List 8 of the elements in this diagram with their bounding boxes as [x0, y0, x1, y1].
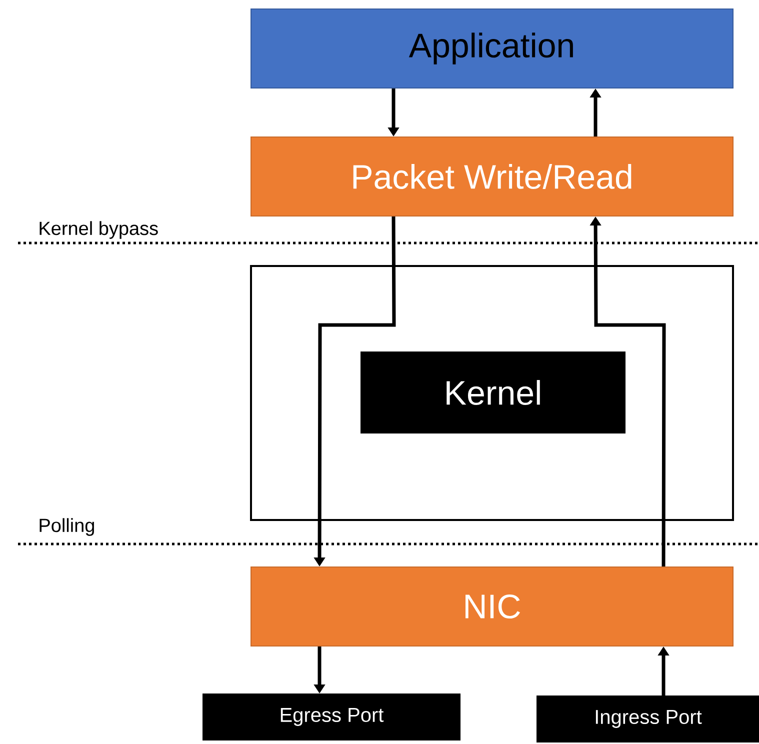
zone-label: Polling	[40, 518, 94, 536]
port-box: Ingress Port	[536, 696, 759, 742]
port-box: Egress Port	[202, 694, 460, 740]
kernel-box: Kernel	[360, 352, 626, 434]
process-box: Packet Write/Read	[250, 136, 734, 216]
zone-label: Kernel bypass	[40, 221, 158, 239]
nic-box: NIC	[250, 566, 734, 646]
application-box: Application	[250, 8, 734, 88]
